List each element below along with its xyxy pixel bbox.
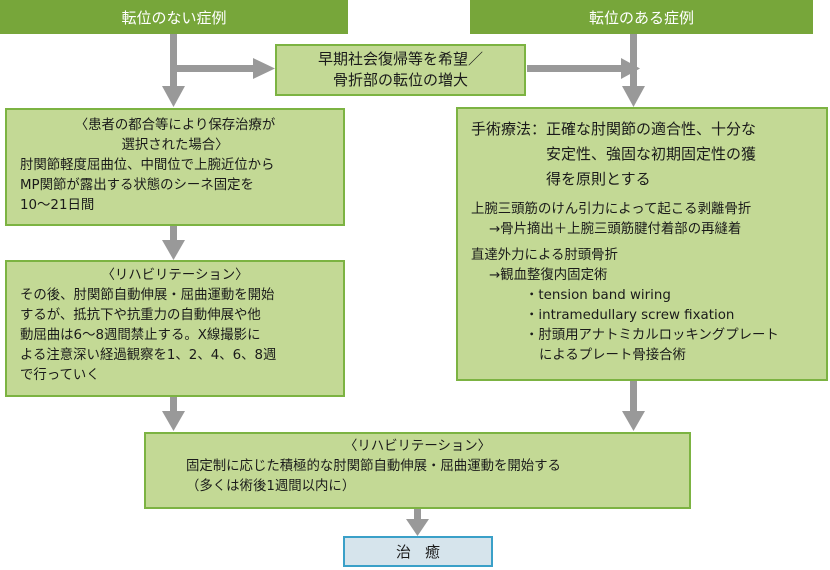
method-intramedullary-screw: ・intramedullary screw fixation — [525, 308, 735, 323]
surgery-box: 手術療法： 正確な肘関節の適合性、十分な 安定性、強固な初期固定性の獲 得を原則… — [456, 107, 828, 381]
direct-treatment: →観血整復内固定術 — [489, 268, 608, 283]
outcome-healing-box: 治癒 — [343, 536, 493, 567]
avulsion-treatment: →骨片摘出＋上腕三頭筋腱付着部の再縫着 — [489, 222, 742, 237]
direct-title: 直達外力による肘頭骨折 — [471, 248, 618, 263]
arrow-branch-head — [253, 58, 275, 79]
arrow-right-header-down — [630, 34, 637, 86]
avulsion-title: 上腕三頭筋のけん引力によって起こる剥離骨折 — [471, 202, 752, 217]
arrow-surgery-head — [622, 411, 645, 431]
rehab-left-line-4: よる注意深い経過観察を1、2、4、6、8週 — [20, 348, 277, 363]
header-no-displacement-label: 転位のない症例 — [121, 8, 227, 27]
rehab-left-line-5: で行っていく — [20, 368, 100, 383]
arrow-conservative-down — [170, 226, 177, 241]
rehab-final-line-1: 固定制に応じた積極的な肘関節自動伸展・屈曲運動を開始する — [186, 459, 561, 474]
arrow-middle-to-right — [527, 65, 621, 72]
rehab-left-line-3: 動屈曲は6〜8週間禁止する。X線撮影に — [20, 328, 261, 343]
middle-line-1: 早期社会復帰等を希望／ — [317, 50, 483, 68]
conservative-body-2: MP関節が露出する状態のシーネ固定を — [20, 178, 254, 193]
conservative-title-2: 選択された場合〉 — [121, 138, 229, 153]
arrow-left-header-down — [170, 34, 177, 86]
arrow-rehab-bottom-head — [406, 519, 429, 536]
rehab-left-line-1: その後、肘関節自動伸展・屈曲運動を開始 — [20, 288, 275, 303]
surgery-principle-3: 得を原則とする — [546, 170, 651, 188]
rehab-left-title: 〈リハビリテーション〉 — [101, 268, 249, 283]
rehab-final-title: 〈リハビリテーション〉 — [343, 439, 492, 454]
rehab-final-box: 〈リハビリテーション〉 固定制に応じた積極的な肘関節自動伸展・屈曲運動を開始する… — [144, 432, 691, 509]
header-no-displacement: 転位のない症例 — [0, 0, 348, 34]
arrow-rehab-left-head — [162, 411, 185, 431]
header-displacement-label: 転位のある症例 — [588, 8, 694, 27]
outcome-label: 治癒 — [395, 543, 454, 561]
arrow-surgery-down — [630, 380, 637, 412]
surgery-principle-2: 安定性、強固な初期固定性の獲 — [546, 145, 757, 163]
arrow-rehab-bottom-down — [414, 508, 421, 520]
arrow-conservative-head — [162, 240, 185, 260]
method-locking-plate: ・肘頭用アナトミカルロッキングプレート — [525, 328, 779, 343]
middle-line-2: 骨折部の転位の増大 — [332, 71, 468, 89]
arrow-left-header-head — [162, 86, 185, 107]
surgery-label: 手術療法： — [471, 120, 547, 138]
rehab-conservative-box: 〈リハビリテーション〉 その後、肘関節自動伸展・屈曲運動を開始 するが、抵抗下や… — [5, 260, 345, 397]
conservative-body-1: 肘関節軽度屈曲位、中間位で上腕近位から — [20, 158, 275, 173]
conservative-body-3: 10〜21日間 — [20, 198, 95, 213]
surgery-principle-1: 正確な肘関節の適合性、十分な — [546, 120, 757, 138]
arrow-rehab-left-down — [170, 396, 177, 412]
arrow-branch-to-middle — [177, 65, 253, 72]
middle-condition-box: 早期社会復帰等を希望／ 骨折部の転位の増大 — [275, 44, 526, 96]
rehab-final-line-2: （多くは術後1週間以内に） — [186, 479, 356, 494]
conservative-treatment-box: 〈患者の都合等により保存治療が 選択された場合〉 肘関節軽度屈曲位、中間位で上腕… — [5, 108, 345, 226]
rehab-left-line-2: するが、抵抗下や抗重力の自動伸展や他 — [20, 308, 261, 323]
arrow-right-header-head — [622, 86, 645, 107]
conservative-title-1: 〈患者の都合等により保存治療が — [74, 118, 276, 133]
method-locking-plate-cont: によるプレート骨接合術 — [539, 348, 686, 363]
header-displacement: 転位のある症例 — [470, 0, 813, 34]
method-tension-band: ・tension band wiring — [525, 288, 671, 303]
